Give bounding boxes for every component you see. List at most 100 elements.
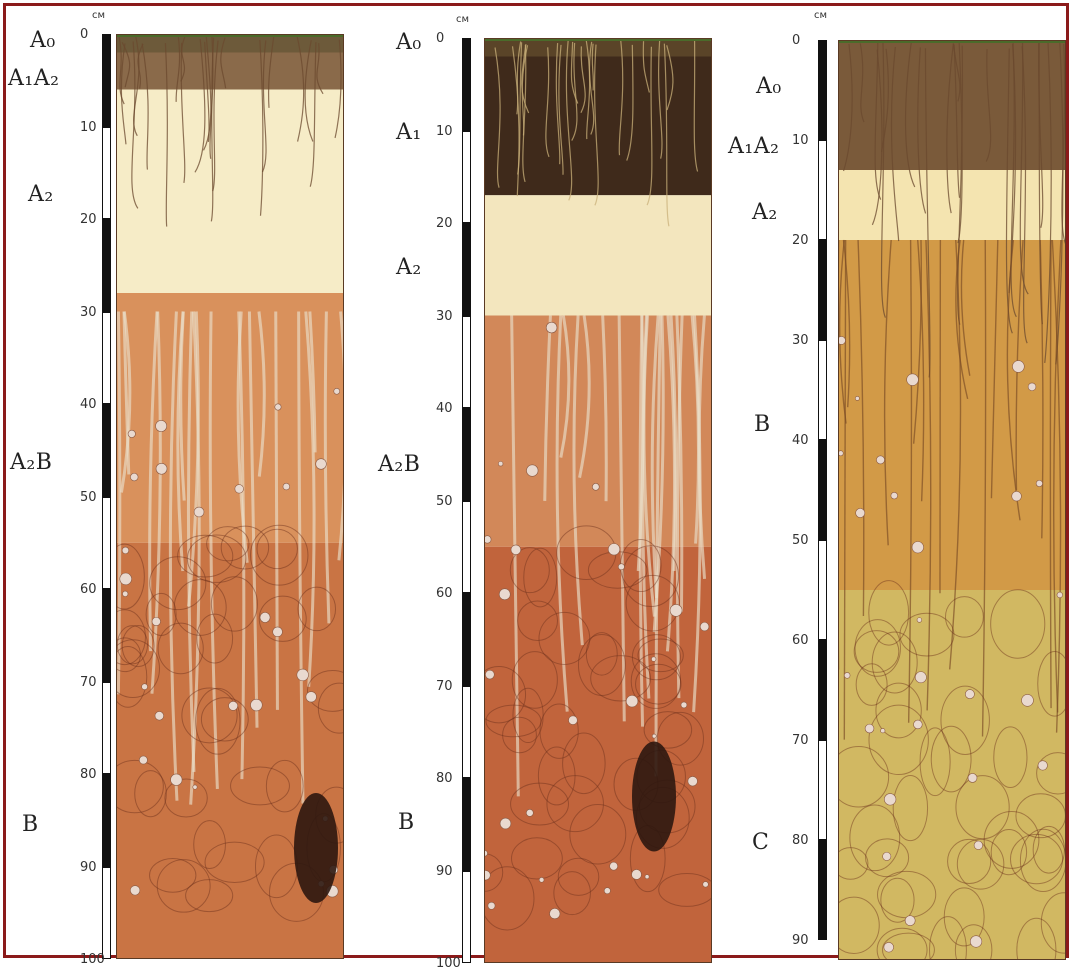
pebble xyxy=(488,902,495,909)
depth-tick-label: 20 xyxy=(436,216,453,231)
horizon-label-a0: A₀ xyxy=(396,30,422,55)
depth-tick-label: 30 xyxy=(792,333,809,348)
burrow xyxy=(294,793,338,903)
horizon-label-a1a2: A₁A₂ xyxy=(728,134,779,159)
pebble xyxy=(917,618,922,623)
soil-column xyxy=(116,34,344,959)
depth-tick-label: 60 xyxy=(792,633,809,648)
pebble xyxy=(1012,491,1022,501)
depth-scale-segment xyxy=(462,501,471,594)
pebble xyxy=(838,336,845,344)
pebble xyxy=(193,785,197,789)
pebble xyxy=(122,547,129,554)
unit-label: см xyxy=(814,10,827,21)
depth-tick-label: 60 xyxy=(80,582,97,597)
pebble xyxy=(688,776,698,786)
pebble xyxy=(334,388,340,394)
depth-scale-segment xyxy=(462,686,471,779)
pebble xyxy=(703,882,709,888)
pebble xyxy=(156,420,167,431)
depth-tick-label: 80 xyxy=(80,767,97,782)
depth-scale-segment xyxy=(818,440,827,540)
pebble xyxy=(546,322,557,333)
depth-tick-label: 0 xyxy=(792,33,800,48)
crack-line xyxy=(276,312,278,710)
pebble xyxy=(526,809,533,816)
pebble xyxy=(881,728,885,732)
horizon-label-a1: A₁ xyxy=(396,120,422,145)
pebble xyxy=(297,669,309,681)
pebble xyxy=(856,508,865,517)
horizon-label-a2: A₂ xyxy=(28,182,54,207)
pebble xyxy=(974,841,983,850)
pebble xyxy=(155,711,164,720)
pebble xyxy=(1038,761,1047,770)
depth-tick-label: 30 xyxy=(436,309,453,324)
pebble xyxy=(891,492,898,499)
pebble xyxy=(632,869,642,879)
depth-scale-segment xyxy=(818,340,827,440)
depth-scale-segment xyxy=(462,408,471,501)
pebble xyxy=(604,888,610,894)
pebble xyxy=(884,942,894,952)
horizon-label-b: B xyxy=(398,810,415,835)
pebble xyxy=(700,622,709,631)
depth-scale-segment xyxy=(462,38,471,131)
pebble xyxy=(618,564,624,570)
unit-label: см xyxy=(456,14,469,25)
pebble xyxy=(651,657,656,662)
depth-tick-label: 40 xyxy=(792,433,809,448)
pebble xyxy=(1012,361,1024,373)
pebble xyxy=(884,794,896,806)
depth-tick-label: 20 xyxy=(792,233,809,248)
pebble xyxy=(539,877,544,882)
horizon-label-a2: A₂ xyxy=(752,200,778,225)
pebble xyxy=(235,485,244,494)
pebble xyxy=(251,699,263,711)
depth-scale-segment xyxy=(462,778,471,871)
pebble xyxy=(970,936,982,948)
soil-column xyxy=(838,40,1066,960)
pebble xyxy=(1057,592,1063,598)
pebble xyxy=(569,716,578,725)
depth-tick-label: 80 xyxy=(436,771,453,786)
pebble xyxy=(283,483,290,490)
pebble xyxy=(484,536,491,544)
depth-tick-label: 70 xyxy=(80,675,97,690)
pebble xyxy=(120,573,132,585)
depth-tick-label: 90 xyxy=(792,933,809,948)
depth-scale-segment xyxy=(102,219,111,312)
pebble xyxy=(550,908,560,918)
pebble xyxy=(229,701,238,710)
pebble xyxy=(681,702,687,708)
pebble xyxy=(855,396,859,400)
pebble xyxy=(915,672,926,683)
pebble xyxy=(883,852,891,860)
pebble xyxy=(844,672,850,678)
depth-scale-segment xyxy=(818,840,827,940)
pebble xyxy=(1022,694,1034,706)
horizon-label-a1a2: A₁A₂ xyxy=(8,66,59,91)
pebble xyxy=(608,544,620,556)
depth-scale-segment xyxy=(818,740,827,840)
pebble xyxy=(912,541,924,553)
horizon-label-a0: A₀ xyxy=(30,28,56,53)
depth-scale-segment xyxy=(818,640,827,740)
pebble xyxy=(306,692,317,703)
horizon-label-b: B xyxy=(754,412,771,437)
pebble xyxy=(260,612,270,622)
pebble xyxy=(592,483,599,490)
soil-layer-a2 xyxy=(484,195,712,315)
unit-label: см xyxy=(92,10,105,21)
depth-tick-label: 30 xyxy=(80,305,97,320)
pebble xyxy=(645,875,649,879)
depth-scale-segment xyxy=(462,871,471,964)
horizon-label-c: C xyxy=(752,830,769,855)
pebble xyxy=(499,589,510,600)
depth-scale-segment xyxy=(102,497,111,590)
depth-tick-label: 60 xyxy=(436,586,453,601)
pebble xyxy=(194,507,204,517)
pebble xyxy=(152,617,160,625)
depth-tick-label: 50 xyxy=(436,494,453,509)
depth-tick-label: 10 xyxy=(80,120,97,135)
